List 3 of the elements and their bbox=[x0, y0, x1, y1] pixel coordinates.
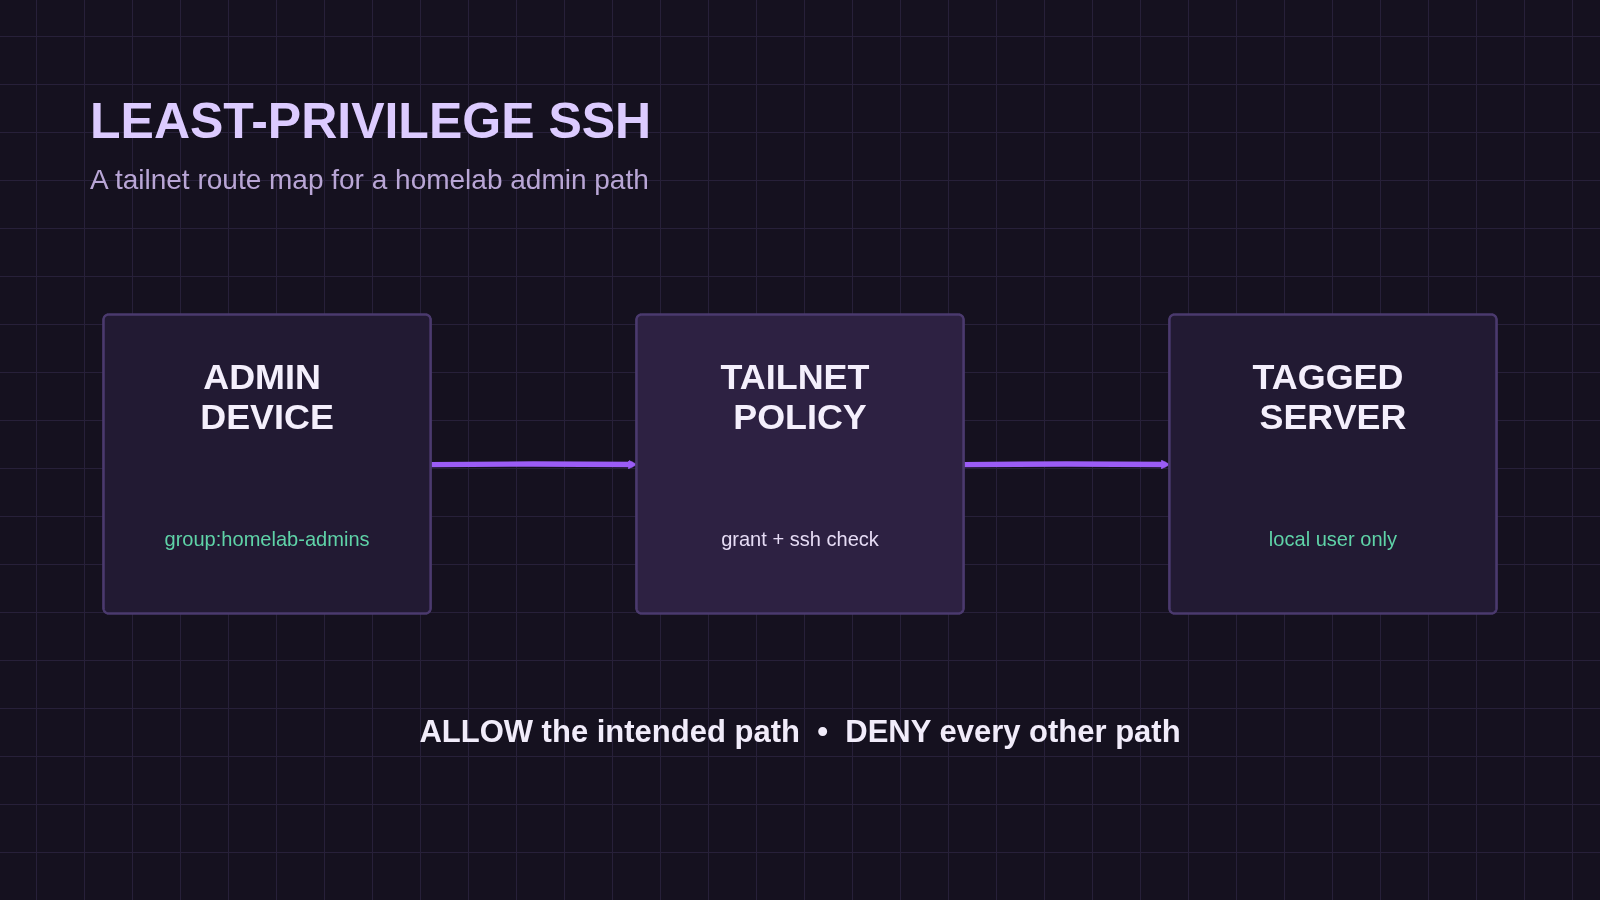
diagram-title: LEAST-PRIVILEGE SSH bbox=[90, 94, 652, 149]
caption: ALLOW the intended path • DENY every other path bbox=[419, 714, 1181, 749]
subtitle: A tailnet route map for a homelab admin path bbox=[90, 163, 649, 197]
